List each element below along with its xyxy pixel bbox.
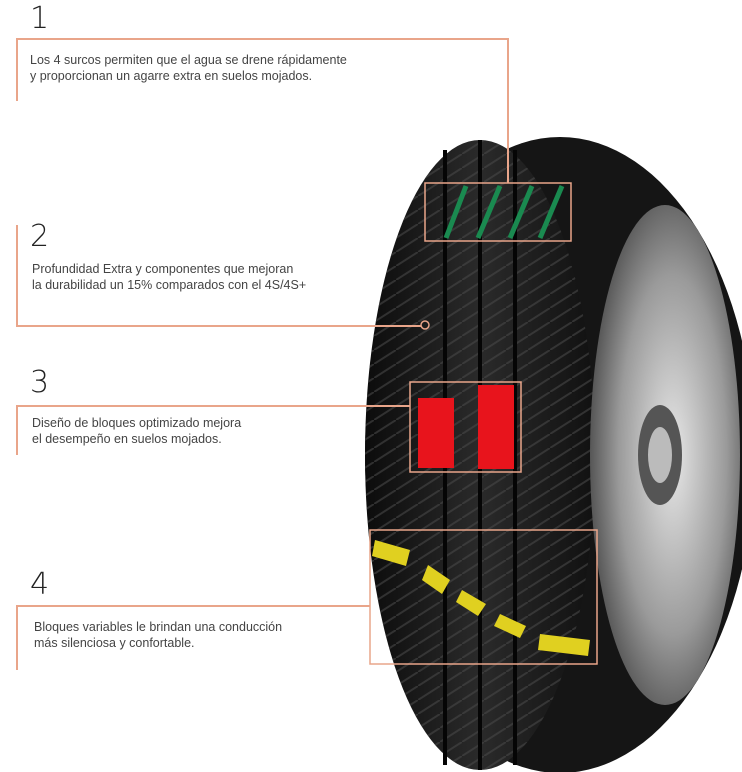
- feature-text-1: Los 4 surcos permiten que el agua se dre…: [30, 52, 347, 84]
- feature-text-4-line-2: más silenciosa y confortable.: [34, 636, 195, 650]
- feature-text-3-line-1: Diseño de bloques optimizado mejora: [32, 416, 242, 430]
- block-highlight: [418, 385, 514, 469]
- feature-text-2: Profundidad Extra y componentes que mejo…: [32, 261, 306, 293]
- feature-number-1: 1: [30, 1, 50, 36]
- feature-text-4: Bloques variables le brindan una conducc…: [34, 619, 282, 651]
- callout-dot: [420, 320, 430, 330]
- feature-text-1-line-2: y proporcionan un agarre extra en suelos…: [30, 69, 313, 83]
- feature-text-4-line-1: Bloques variables le brindan una conducc…: [34, 620, 283, 634]
- feature-text-1-line-1: Los 4 surcos permiten que el agua se dre…: [30, 53, 347, 67]
- callout-line-4: [16, 605, 370, 607]
- feature-number-3: 3: [30, 365, 50, 400]
- feature-text-2-line-2: la durabilidad un 15% comparados con el …: [32, 278, 307, 292]
- tire: [365, 137, 742, 772]
- feature-text-3-line-2: el desempeño en suelos mojados.: [32, 432, 222, 446]
- callout-line-3-left: [16, 405, 18, 455]
- feature-text-2-line-1: Profundidad Extra y componentes que mejo…: [32, 262, 294, 276]
- callout-line-1: [16, 38, 508, 40]
- callout-line-3: [16, 405, 410, 407]
- feature-number-4: 4: [30, 567, 50, 602]
- callout-line-2: [16, 325, 421, 327]
- callout-line-2-left: [16, 225, 18, 325]
- callout-line-1-left: [16, 38, 18, 101]
- callout-line-1-right: [507, 38, 509, 183]
- feature-text-3: Diseño de bloques optimizado mejora el de…: [32, 415, 241, 447]
- callout-line-4-left: [16, 605, 18, 670]
- variable-block-highlight: [372, 540, 590, 656]
- feature-number-2: 2: [30, 219, 50, 254]
- groove-highlight: [443, 185, 565, 239]
